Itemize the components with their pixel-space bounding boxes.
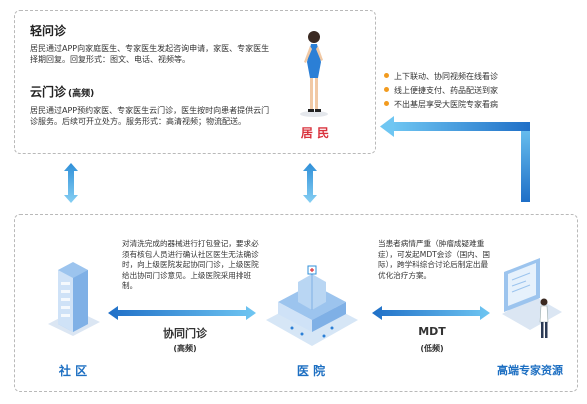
resident-figure-icon [300, 31, 328, 117]
benefit-item-2: 线上便捷支付、药品配送到家 [384, 84, 498, 97]
mdt-tag: (低频) [420, 344, 444, 353]
cloud-clinic-title-text: 云门诊 [30, 85, 67, 99]
benefit-item-3: 不出基层享受大医院专家看病 [384, 98, 498, 111]
expert-to-resident-arrow [380, 116, 530, 202]
medical-network-panel [14, 214, 578, 392]
community-label: 社 区 [58, 364, 88, 378]
collab-title: 协同门诊 [163, 327, 207, 340]
collab-tag: (高频) [173, 344, 197, 353]
collab-desc: 对清洗完成的器械进行打包登记，要求必须有核包人员进行确认社区医生无法确诊时，向上… [122, 239, 259, 290]
hospital-label: 医 院 [296, 364, 326, 378]
mdt-desc: 当患者病情严重（肿瘤成疑难重症），可发起MDT会诊（国内、国际），跨学科综合讨论… [378, 239, 490, 280]
expert-label: 高端专家资源 [497, 364, 563, 377]
mdt-title: MDT [418, 325, 446, 338]
community-building-icon [48, 262, 100, 336]
hospital-resident-arrow [303, 163, 317, 203]
expert-screen-icon [502, 258, 562, 338]
light-consult-title: 轻问诊 [30, 24, 67, 38]
benefit-item-1: 上下联动、协同视频在线看诊 [384, 70, 498, 83]
community-resident-arrow [64, 163, 78, 203]
resident-label: 居 民 [300, 126, 330, 140]
cloud-clinic-desc: 居民通过APP预约家医、专家医生云门诊，医生按时向患者提供云门诊服务。后续可开立… [30, 106, 270, 126]
light-consult-desc: 居民通过APP向家庭医生、专家医生发起咨询申请，家医、专家医生择期回复。回复形式… [30, 44, 270, 64]
benefit-list: 上下联动、协同视频在线看诊 线上便捷支付、药品配送到家 不出基层享受大医院专家看… [384, 70, 498, 112]
community-hospital-arrow [108, 306, 256, 320]
cloud-clinic-tag: (高频) [68, 89, 95, 99]
resident-services-panel [14, 10, 376, 154]
hospital-building-icon [266, 265, 358, 346]
hospital-expert-arrow [372, 306, 490, 320]
cloud-clinic-title: 云门诊(高频) [30, 83, 94, 100]
